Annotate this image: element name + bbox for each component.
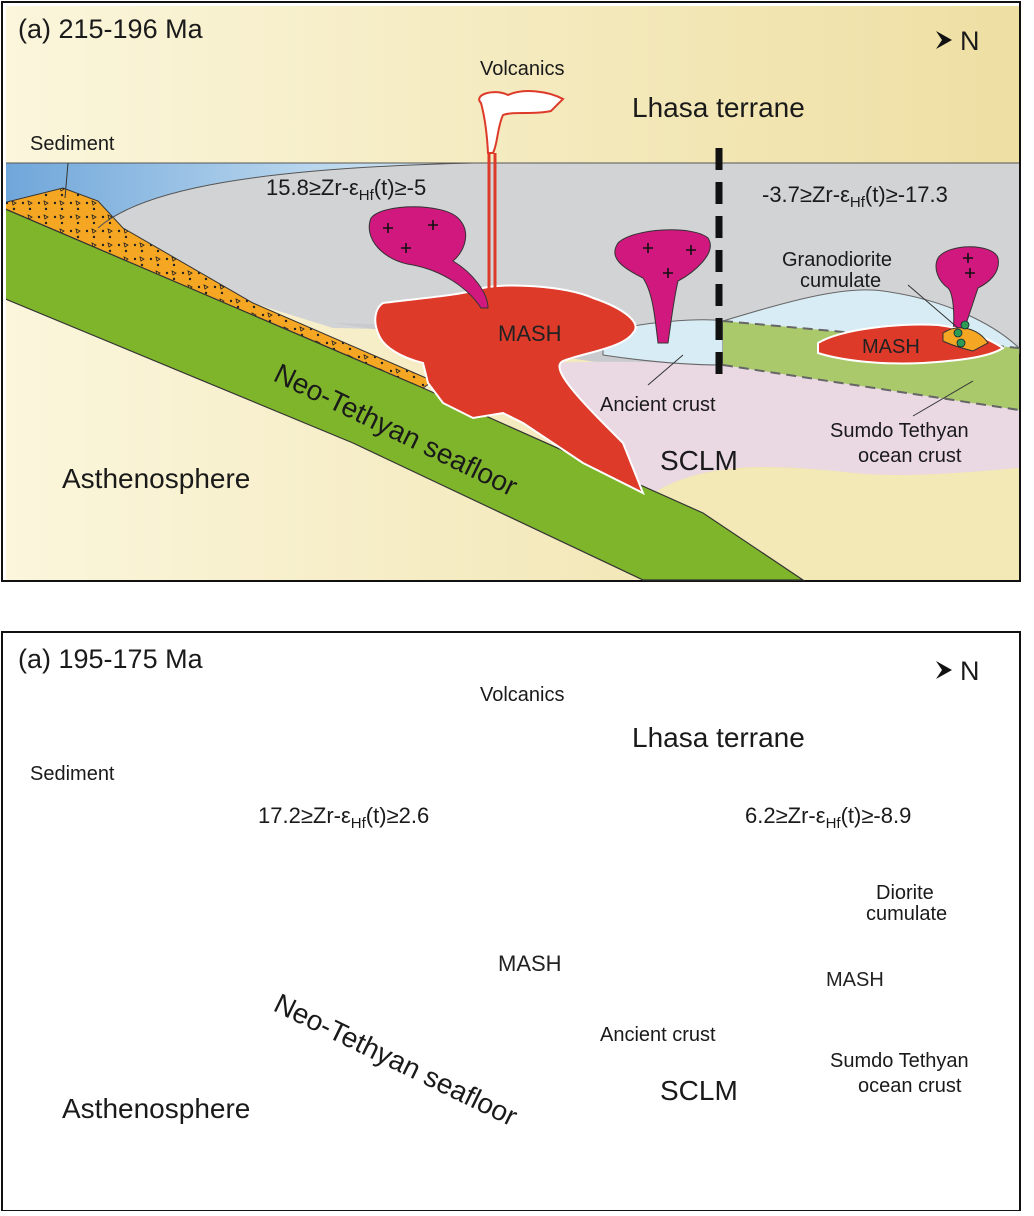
sclm-label: SCLM	[660, 445, 738, 476]
mash-main-label: MASH	[498, 951, 562, 976]
volcanics-label: Volcanics	[480, 684, 565, 706]
cumulate-label-1: Diorite	[876, 882, 934, 904]
pluton-3	[935, 246, 999, 334]
isotope-left: 17.2≥Zr-εHf(t)≥2.6	[258, 803, 429, 832]
cumulate-label-1: Granodiorite	[782, 249, 892, 271]
sumdo-label-1: Sumdo Tethyan	[830, 1050, 969, 1072]
isotope-left: 15.8≥Zr-εHf(t)≥-5	[266, 175, 426, 204]
ancient-crust-label: Ancient crust	[600, 394, 716, 416]
cumulate-label-2: cumulate	[800, 270, 881, 292]
sediment-label: Sediment	[30, 133, 115, 155]
sumdo-label-1: Sumdo Tethyan	[830, 420, 969, 442]
terrane-label: Lhasa terrane	[632, 722, 805, 753]
cumulate-label-2: cumulate	[866, 903, 947, 925]
sclm-label: SCLM	[660, 1075, 738, 1106]
asthenosphere-label: Asthenosphere	[62, 463, 250, 494]
north-label: N	[960, 656, 980, 686]
north-label: N	[960, 26, 980, 56]
mash-north-label: MASH	[862, 336, 920, 358]
asthenosphere-label: Asthenosphere	[62, 1093, 250, 1124]
isotope-right: -3.7≥Zr-εHf(t)≥-17.3	[762, 182, 948, 211]
panel-1: (a) 215-196 Ma N Lhasa terrane Volcanics…	[1, 1, 1021, 582]
terrane-label: Lhasa terrane	[632, 92, 805, 123]
pluton-1	[368, 206, 489, 309]
isotope-right: 6.2≥Zr-εHf(t)≥-8.9	[745, 803, 911, 832]
panel-title: (a) 215-196 Ma	[18, 14, 204, 44]
mash-main-label: MASH	[498, 321, 562, 346]
sediment-label: Sediment	[30, 763, 115, 785]
sumdo-label-2: ocean crust	[858, 1075, 962, 1097]
pluton-2	[614, 229, 711, 344]
ancient-crust-label: Ancient crust	[600, 1024, 716, 1046]
panel-title: (a) 195-175 Ma	[18, 644, 204, 674]
mash-north-label: MASH	[826, 969, 884, 991]
sumdo-label-2: ocean crust	[858, 445, 962, 467]
volcanics-label: Volcanics	[480, 58, 565, 80]
north-arrow: N	[936, 26, 980, 56]
north-arrow: N	[936, 656, 980, 686]
volcanics-plume	[478, 90, 565, 154]
panel-2: (a) 195-175 Ma N Lhasa terrane Volcanics…	[1, 631, 1021, 1212]
